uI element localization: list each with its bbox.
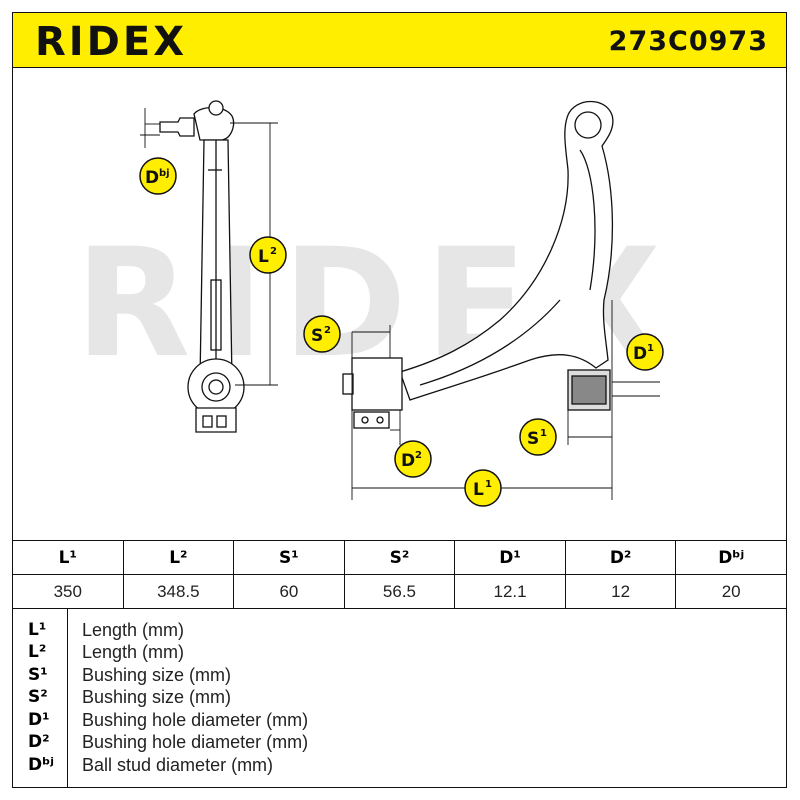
legend-row: D¹ Bushing hole diameter (mm) (12, 710, 787, 732)
header-cell: S² (343, 540, 456, 575)
legend-text: Bushing size (mm) (82, 687, 232, 707)
legend-row: L¹ Length (mm) (12, 620, 787, 642)
legend-code: S¹ (28, 665, 48, 685)
diagram-frame (12, 68, 787, 788)
callout-d1: D 1 (626, 333, 664, 371)
legend-code: S² (28, 687, 48, 707)
control-arm-diagram: RIDEX (75, 100, 664, 507)
header-cell: D¹ (454, 540, 566, 575)
legend-text: Length (mm) (82, 620, 185, 640)
spec-table: L¹ L² S¹ S² D¹ D² Dᵇʲ 350 348.5 60 56.5 … (12, 540, 787, 609)
dim-lines-right (351, 300, 660, 500)
svg-text:S: S (527, 429, 539, 449)
svg-text:D: D (145, 168, 159, 188)
legend-text: Bushing hole diameter (mm) (82, 732, 309, 752)
spec-table-value-row: 350 348.5 60 56.5 12.1 12 20 (12, 574, 787, 609)
legend-code: D² (28, 732, 50, 752)
value-cell: 12 (564, 574, 677, 609)
legend-row: Dᵇʲ Ball stud diameter (mm) (12, 755, 787, 777)
callout-l2: L 2 (249, 236, 287, 274)
side-view (159, 100, 245, 433)
legend-row: S¹ Bushing size (mm) (12, 665, 787, 687)
legend-code: L¹ (28, 620, 47, 640)
value-cell: 20 (675, 574, 787, 609)
header-bar: RIDEX 273C0973 (12, 12, 787, 68)
svg-text:2: 2 (415, 450, 422, 461)
svg-text:1: 1 (540, 428, 547, 439)
value-cell: 12.1 (454, 574, 566, 609)
brand-logo: RIDEX (35, 19, 188, 65)
value-cell: 56.5 (343, 574, 456, 609)
header-cell: D² (564, 540, 677, 575)
legend: L¹ Length (mm) L² Length (mm) S¹ Bushing… (12, 608, 787, 788)
callout-dbj: D bj (139, 157, 177, 195)
legend-code: L² (28, 642, 47, 662)
svg-text:L: L (258, 247, 269, 267)
value-cell: 350 (12, 574, 124, 609)
legend-text: Ball stud diameter (mm) (82, 755, 274, 775)
svg-text:1: 1 (485, 479, 492, 490)
legend-text: Bushing hole diameter (mm) (82, 710, 309, 730)
value-cell: 348.5 (122, 574, 235, 609)
svg-text:2: 2 (324, 325, 331, 336)
legend-text: Length (mm) (82, 642, 185, 662)
header-cell: Dᵇʲ (675, 540, 787, 575)
callout-l1: L 1 (464, 469, 502, 507)
value-cell: 60 (233, 574, 345, 609)
legend-code: Dᵇʲ (28, 755, 54, 775)
callout-s1: S 1 (519, 418, 557, 456)
legend-row: S² Bushing size (mm) (12, 687, 787, 709)
svg-text:L: L (473, 480, 484, 500)
header-cell: L¹ (12, 540, 124, 575)
part-number: 273C0973 (608, 26, 768, 57)
top-view (342, 100, 614, 429)
svg-text:bj: bj (159, 168, 170, 179)
svg-text:D: D (401, 451, 415, 471)
callout-d2: D 2 (394, 440, 432, 478)
svg-text:1: 1 (647, 343, 654, 354)
svg-text:S: S (311, 326, 323, 346)
legend-row: D² Bushing hole diameter (mm) (12, 732, 787, 754)
header-cell: L² (122, 540, 235, 575)
legend-text: Bushing size (mm) (82, 665, 232, 685)
legend-code: D¹ (28, 710, 50, 730)
header-cell: S¹ (233, 540, 345, 575)
legend-divider (67, 608, 68, 788)
spec-table-header-row: L¹ L² S¹ S² D¹ D² Dᵇʲ (12, 540, 787, 575)
svg-text:2: 2 (270, 246, 277, 257)
svg-text:D: D (633, 344, 647, 364)
callout-s2: S 2 (303, 315, 341, 353)
legend-row: L² Length (mm) (12, 642, 787, 664)
